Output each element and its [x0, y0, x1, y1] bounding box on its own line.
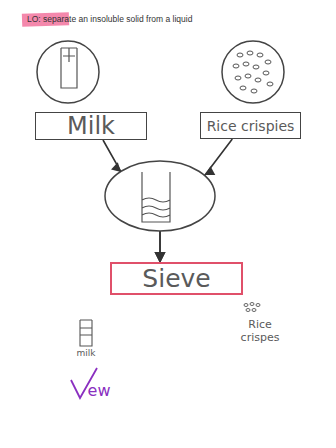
- ingredient-box: Rice crispies: [200, 112, 301, 139]
- teacher-initials: ew: [84, 381, 114, 400]
- glass-drawing: [61, 48, 77, 88]
- picture-circle: [222, 41, 284, 103]
- node-label: Milk: [67, 114, 115, 138]
- picture-circle: [37, 41, 99, 103]
- arrow-head: [205, 166, 215, 175]
- node-label: Sieve: [142, 266, 210, 291]
- glass-drawing: [142, 172, 170, 222]
- rice-crispies-drawing: [244, 303, 260, 312]
- result-label: Rice crispes: [236, 318, 284, 344]
- rice-crispies-drawing: [233, 51, 273, 93]
- process-box: Sieve: [110, 262, 243, 295]
- ingredient-box: Milk: [35, 112, 147, 140]
- arrow-head: [111, 162, 121, 172]
- result-label: milk: [68, 348, 104, 358]
- lesson-objective: LO: separate an insoluble solid from a l…: [27, 14, 192, 24]
- node-label: Rice crispies: [207, 119, 295, 133]
- mixture-ellipse: [105, 161, 215, 231]
- glass-drawing: [80, 320, 92, 346]
